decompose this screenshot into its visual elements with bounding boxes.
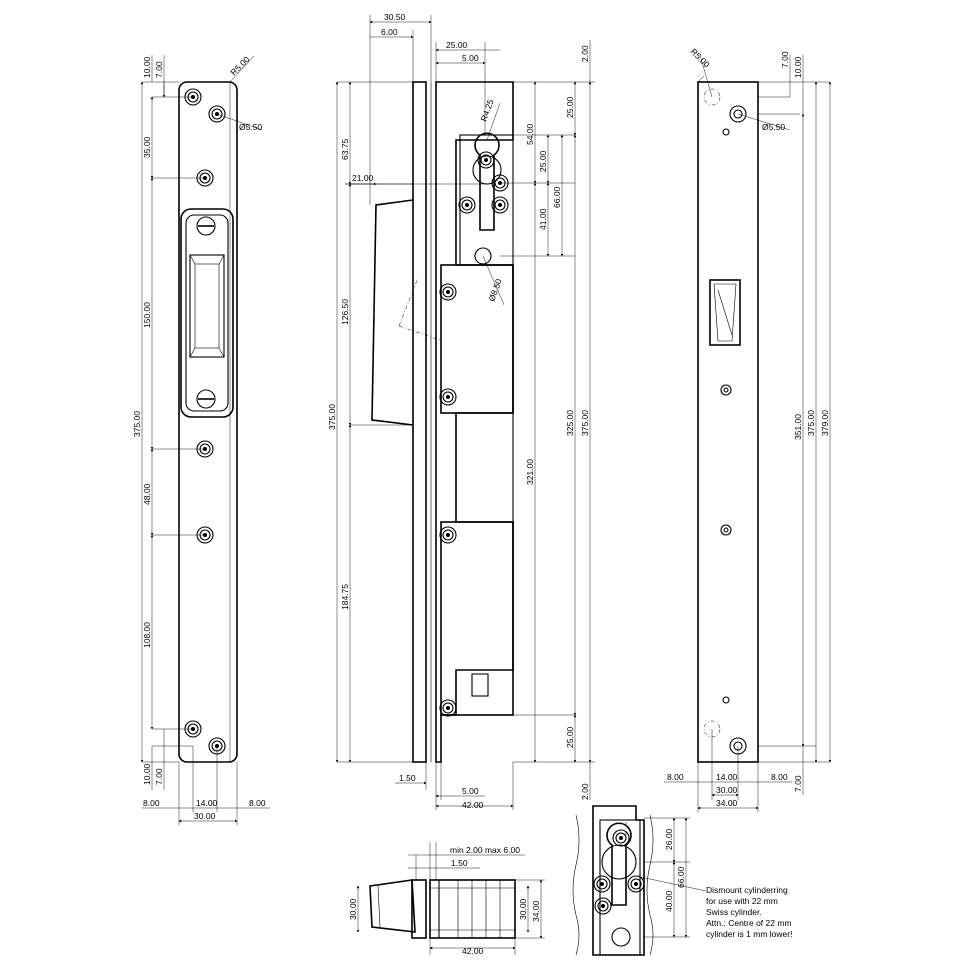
side-dim-375-right: 375.00 [580, 410, 590, 436]
detail-note-line-5: cylinder is 1 mm lower! [706, 929, 792, 939]
bottom-dim-min-max: min 2.00 max 6.00 [450, 845, 520, 855]
bottom-dim-30-left: 30.00 [348, 898, 358, 920]
side-radius: R4.25 [478, 98, 495, 123]
back-hole-diameter: Ø5.50 [762, 122, 785, 132]
detail-note-line-3: Swiss cylinder. [706, 907, 762, 917]
side-dim-184-75: 184.75 [340, 584, 350, 610]
side-view: 30.50 6.00 25.00 5.00 R4.25 21.00 Ø8.50 … [327, 12, 595, 810]
cylinder-detail: 26.00 66.00 40.00 Dismount cylinderring … [572, 805, 792, 956]
back-dim-7-bottom: 7.00 [793, 775, 803, 792]
front-faceplate [178, 81, 238, 763]
side-dim-126-50: 126.50 [340, 299, 350, 325]
side-dim-1-50: 1.50 [399, 773, 416, 783]
back-dim-379: 379.00 [820, 410, 830, 436]
detail-screw-icon [612, 829, 630, 847]
bottom-dim-30-right: 30.00 [518, 898, 528, 920]
cylinder-plate [592, 805, 645, 956]
side-dim-25-top: 25.00 [565, 96, 575, 118]
side-dim-30-50: 30.50 [384, 12, 406, 22]
front-dim-30: 30.00 [194, 811, 216, 821]
side-dim-42: 42.00 [462, 800, 484, 810]
side-dim-63-75: 63.75 [340, 138, 350, 160]
front-dim-10-bottom: 10.00 [142, 763, 152, 785]
detail-note-line-1: Dismount cylinderring [706, 885, 788, 895]
side-faceplate [412, 81, 427, 763]
latch-bolt [189, 254, 225, 358]
back-radius: R5.00 [689, 46, 712, 69]
side-screw-icon [439, 388, 457, 406]
front-dim-8-right: 8.00 [249, 798, 266, 808]
side-screw-icon [439, 283, 457, 301]
latch-window [180, 208, 234, 418]
detail-dim-40: 40.00 [664, 890, 674, 912]
side-screw-icon [458, 196, 476, 214]
spindle-hole [474, 247, 492, 265]
back-dim-34: 34.00 [716, 798, 738, 808]
detail-note-line-2: for use with 22 mm [706, 896, 778, 906]
back-dim-7: 7.00 [780, 51, 790, 68]
lock-case-top [429, 879, 516, 939]
side-dim-25-bottom: 25.00 [565, 726, 575, 748]
back-dim-10: 10.00 [793, 56, 803, 78]
detail-screw-icon [593, 875, 611, 893]
side-dim-5-bottom: 5.00 [462, 786, 479, 796]
back-dim-30: 30.00 [716, 785, 738, 795]
back-dim-8-left: 8.00 [667, 772, 684, 782]
side-screw-icon [439, 526, 457, 544]
cylinder-hole [474, 132, 500, 231]
detail-dim-26: 26.00 [664, 828, 674, 850]
side-dim-2-top: 2.00 [580, 45, 590, 62]
side-dim-2-bottom: 2.00 [580, 783, 590, 800]
side-latch [371, 199, 414, 426]
front-dim-375: 375.00 [132, 411, 142, 437]
lock-case-upper [440, 264, 514, 414]
front-dim-10: 10.00 [142, 56, 152, 78]
back-view: R5.00 Ø5.50 7.00 10.00 351.00 375.00 379… [664, 46, 832, 812]
detail-screw-icon [594, 897, 612, 915]
side-dim-325: 325.00 [565, 410, 575, 436]
front-dim-8-left: 8.00 [143, 798, 160, 808]
side-dim-41: 41.00 [538, 208, 548, 230]
detail-note-line-4: Attn.: Centre of 22 mm [706, 918, 792, 928]
front-hole-diameter: Ø5.50 [239, 122, 262, 132]
front-dim-108: 108.00 [142, 622, 152, 648]
lock-case-lower [440, 521, 514, 716]
bottom-view: min 2.00 max 6.00 1.50 30.00 30.00 34.00… [348, 842, 545, 956]
back-dim-14: 14.00 [716, 772, 738, 782]
side-dim-21: 21.00 [352, 173, 374, 183]
front-dim-7-bottom: 7.00 [154, 768, 164, 785]
side-screw-icon [439, 699, 457, 717]
cylinder-cutout [606, 822, 632, 906]
side-dim-321: 321.00 [525, 459, 535, 485]
front-radius: R5.00 [228, 54, 251, 77]
side-dim-54: 54.00 [525, 123, 535, 145]
back-dim-375: 375.00 [806, 410, 816, 436]
detail-dim-66: 66.00 [676, 866, 686, 888]
detail-screw-icon [627, 875, 645, 893]
side-dim-5: 5.00 [462, 53, 479, 63]
side-dim-6: 6.00 [381, 27, 398, 37]
latch-bolt-top [369, 879, 416, 933]
front-dim-7: 7.00 [154, 61, 164, 78]
bottom-dim-1-50: 1.50 [451, 858, 468, 868]
back-dim-8-right: 8.00 [771, 772, 788, 782]
side-dim-66: 66.00 [552, 186, 562, 208]
back-latch-window [709, 279, 741, 346]
front-dim-150: 150.00 [142, 302, 152, 328]
front-dim-48: 48.00 [142, 483, 152, 505]
side-dim-25-inner: 25.00 [538, 150, 548, 172]
back-dim-351: 351.00 [793, 414, 803, 440]
bottom-dim-42: 42.00 [462, 946, 484, 956]
bottom-dim-34: 34.00 [531, 900, 541, 922]
side-dim-25: 25.00 [446, 40, 468, 50]
front-dim-35: 35.00 [142, 136, 152, 158]
front-view: 10.00 7.00 35.00 150.00 375.00 48.00 108… [132, 54, 270, 825]
front-dim-14: 14.00 [196, 798, 218, 808]
back-plate [697, 81, 759, 763]
side-dim-375: 375.00 [327, 404, 337, 430]
